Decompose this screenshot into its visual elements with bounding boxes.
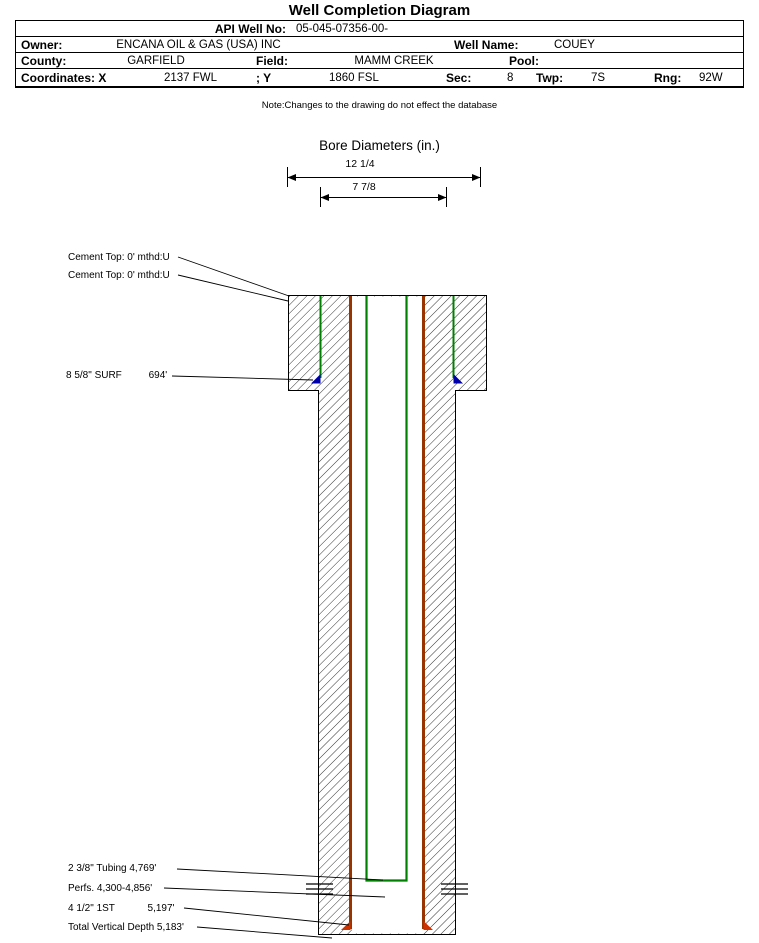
dimension-line-12-1-4 <box>287 167 481 187</box>
leader-perforations <box>163 887 386 898</box>
surface-shoe-left <box>311 374 321 384</box>
county-label: County: <box>21 53 67 68</box>
api-row: API Well No: 05-045-07356-00- <box>16 21 743 37</box>
page-title: Well Completion Diagram <box>288 2 471 19</box>
surface-shoe-right <box>453 374 463 384</box>
dim-inner-arrow-right <box>438 194 447 201</box>
leader-lines <box>163 256 386 939</box>
dim-outer-arrow-left <box>287 174 296 181</box>
field-label: Field: <box>256 53 288 68</box>
twp-value: 7S <box>591 71 606 84</box>
surface-casing-size: 8 5/8" SURF <box>66 370 122 381</box>
tubing-label: 2 3/8" Tubing 4,769' <box>68 863 157 874</box>
production-casing-label: 4 1/2" 1ST 5,197' <box>68 903 174 914</box>
well-info-table: API Well No: 05-045-07356-00- Owner: ENC… <box>15 20 744 88</box>
cement-top-surface-label: Cement Top: 0' mthd:U <box>68 252 170 263</box>
owner-value: ENCANA OIL & GAS (USA) INC <box>116 38 281 51</box>
total-vertical-depth-label: Total Vertical Depth 5,183' <box>68 922 184 933</box>
perforations-label: Perfs. 4,300-4,856' <box>68 883 153 894</box>
field-value: MAMM CREEK <box>354 54 434 67</box>
dim-inner-arrow-left <box>320 194 329 201</box>
dim-outer-arrow-right <box>472 174 481 181</box>
leader-cement-top-1 <box>177 256 290 297</box>
twp-label: Twp: <box>536 70 564 85</box>
bore-diameter-inner-label: 7 7/8 <box>352 181 376 193</box>
rng-value: 92W <box>699 71 723 84</box>
leader-surface-casing <box>171 375 314 381</box>
cement-top-production-label: Cement Top: 0' mthd:U <box>68 270 170 281</box>
owner-label: Owner: <box>21 37 63 52</box>
rng-label: Rng: <box>654 70 682 85</box>
surface-casing-depth: 694' <box>148 370 168 381</box>
api-label: API Well No: <box>214 21 286 36</box>
county-value: GARFIELD <box>127 54 185 67</box>
well-name-value: COUEY <box>554 38 595 51</box>
dimension-line-7-7-8 <box>320 187 447 207</box>
sec-value: 8 <box>507 71 514 84</box>
leader-tubing <box>176 868 384 881</box>
borehole <box>352 296 422 934</box>
owner-row: Owner: ENCANA OIL & GAS (USA) INC Well N… <box>16 37 743 53</box>
coordinate-y-value: 1860 FSL <box>329 71 379 84</box>
leader-production-casing <box>183 907 350 926</box>
bore-diameter-outer-label: 12 1/4 <box>345 158 375 170</box>
production-casing-size: 4 1/2" 1ST <box>68 903 115 914</box>
county-row: County: GARFIELD Field: MAMM CREEK Pool: <box>16 53 743 69</box>
pool-label: Pool: <box>509 53 539 68</box>
coordinates-label: Coordinates: X <box>21 70 107 85</box>
perforation-marks <box>306 883 468 895</box>
production-casing-depth: 5,197' <box>147 903 175 914</box>
production-shoe-left <box>341 921 351 930</box>
coordinate-y-label: ; Y <box>256 70 272 85</box>
production-shoe-right <box>423 921 433 930</box>
leader-tvd <box>196 926 333 939</box>
coordinate-x-value: 2137 FWL <box>164 71 218 84</box>
bore-diameters-title: Bore Diameters (in.) <box>319 138 440 153</box>
database-note: Note:Changes to the drawing do not effec… <box>261 100 498 111</box>
tubing-string <box>365 296 408 882</box>
leader-cement-top-2 <box>177 274 289 302</box>
api-value: 05-045-07356-00- <box>296 22 389 35</box>
well-name-label: Well Name: <box>454 37 519 52</box>
surface-casing-label: 8 5/8" SURF 694' <box>66 370 167 381</box>
coordinates-row: Coordinates: X 2137 FWL ; Y 1860 FSL Sec… <box>16 69 743 86</box>
sec-label: Sec: <box>446 70 472 85</box>
